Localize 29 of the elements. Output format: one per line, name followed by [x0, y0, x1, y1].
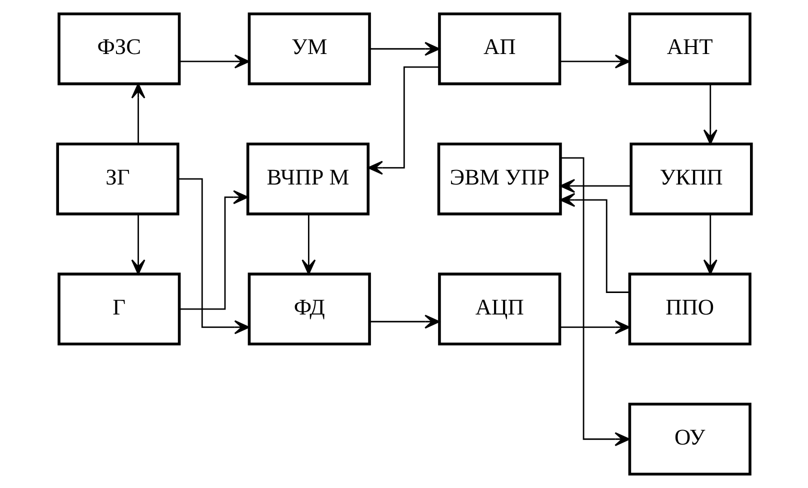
arrow [130, 83, 145, 144]
node-box: УКПП [629, 142, 752, 216]
node-box: ЗГ [56, 142, 179, 216]
arrow [369, 314, 440, 329]
arrow [559, 192, 629, 293]
arrow [559, 54, 630, 68]
node-box: ОУ [628, 402, 751, 476]
node-box: ФД [247, 272, 370, 346]
arrow [559, 178, 630, 193]
node-box: ФЗС [57, 12, 180, 86]
arrow [179, 190, 248, 310]
node-box: АП [438, 12, 561, 86]
arrow [369, 42, 440, 56]
node-box: УМ [247, 12, 370, 86]
arrow [702, 84, 717, 145]
arrow [559, 320, 630, 334]
node-box: АЦП [438, 272, 561, 346]
arrow [301, 214, 316, 275]
arrow [702, 214, 717, 275]
arrow [367, 66, 439, 175]
node-box: ВЧПР М [246, 142, 370, 216]
arrow [178, 178, 250, 334]
node-box: АНТ [628, 12, 751, 86]
node-box: ППО [628, 272, 751, 346]
arrow [178, 54, 250, 68]
node-box: Г [57, 272, 180, 346]
arrow [130, 214, 145, 275]
node-box: ЭВМ УПР [436, 142, 562, 216]
arrow [560, 157, 630, 446]
